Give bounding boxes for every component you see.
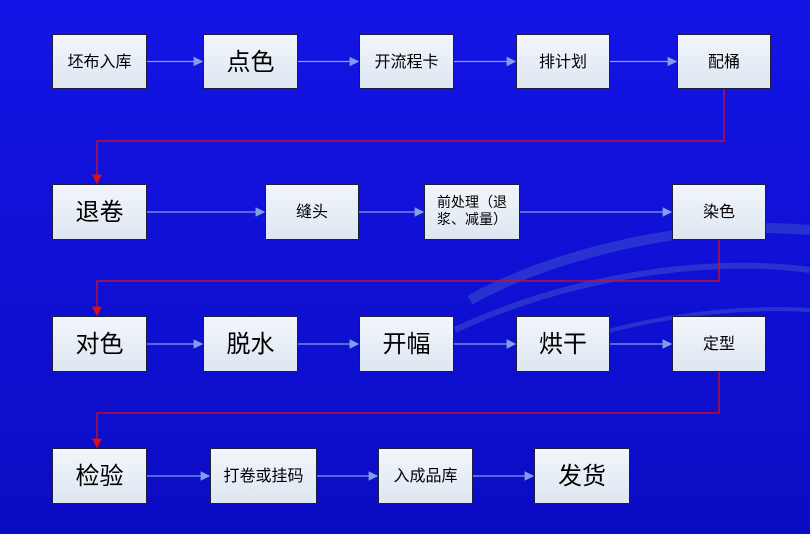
step-15: 检验 — [52, 448, 147, 504]
step-5: 配桶 — [677, 34, 771, 89]
step-label: 对色 — [52, 316, 147, 372]
step-17: 入成品库 — [378, 448, 473, 504]
step-label: 坯布入库 — [52, 34, 147, 89]
step-label: 定型 — [672, 316, 766, 372]
step-label: 点色 — [203, 34, 298, 89]
step-label: 脱水 — [203, 316, 298, 372]
row-wrap-connector — [92, 89, 725, 185]
step-11: 脱水 — [203, 316, 298, 372]
step-18: 发货 — [534, 448, 630, 504]
step-9: 染色 — [672, 184, 766, 240]
step-6: 退卷 — [52, 184, 147, 240]
step-label: 检验 — [52, 448, 147, 504]
step-label: 烘干 — [516, 316, 610, 372]
step-7: 缝头 — [265, 184, 359, 240]
step-4: 排计划 — [516, 34, 610, 89]
step-label: 前处理（退浆、减量） — [424, 184, 520, 240]
step-label: 退卷 — [52, 184, 147, 240]
step-1: 坯布入库 — [52, 34, 147, 89]
step-label: 打卷或挂码 — [210, 448, 317, 504]
step-10: 对色 — [52, 316, 147, 372]
step-16: 打卷或挂码 — [210, 448, 317, 504]
step-label: 开幅 — [359, 316, 454, 372]
step-label: 排计划 — [516, 34, 610, 89]
step-label: 入成品库 — [378, 448, 473, 504]
step-label: 开流程卡 — [359, 34, 454, 89]
step-label: 缝头 — [265, 184, 359, 240]
step-14: 定型 — [672, 316, 766, 372]
step-8: 前处理（退浆、减量） — [424, 184, 520, 240]
step-label: 发货 — [534, 448, 630, 504]
step-label: 染色 — [672, 184, 766, 240]
step-label: 配桶 — [677, 34, 771, 89]
row-wrap-connector — [92, 240, 720, 317]
row-wrap-connector — [92, 372, 720, 449]
step-12: 开幅 — [359, 316, 454, 372]
step-2: 点色 — [203, 34, 298, 89]
step-3: 开流程卡 — [359, 34, 454, 89]
step-13: 烘干 — [516, 316, 610, 372]
